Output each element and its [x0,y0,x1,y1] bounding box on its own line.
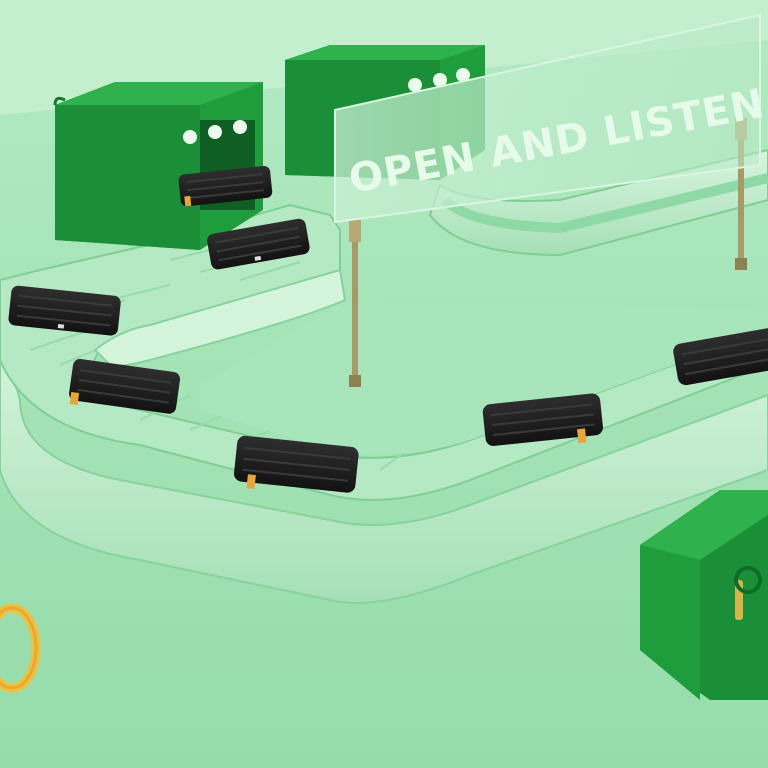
suitcase [8,285,121,336]
conveyor-outer-wall [0,329,768,604]
scanner-light [233,120,247,134]
suitcase [178,165,273,207]
scanner-light [183,130,197,144]
pole [738,118,744,268]
scanner-light [433,73,447,87]
suitcase [673,327,768,386]
scanner-light [208,125,222,139]
banner: OPEN AND LISTEN [334,13,768,224]
suitcase [482,393,603,446]
banner-panel [334,13,761,224]
suitcase [69,358,181,414]
scanner-light [408,78,422,92]
suitcases [8,165,768,493]
inner-platform [200,300,768,455]
scanner-light [456,68,470,82]
suitcase [207,218,310,270]
suitcase [233,435,359,493]
xray-scanner-left [53,82,263,250]
ring [0,603,41,693]
conveyor-inner-divider [93,268,347,367]
green-crate [640,490,768,700]
pole [352,220,358,385]
